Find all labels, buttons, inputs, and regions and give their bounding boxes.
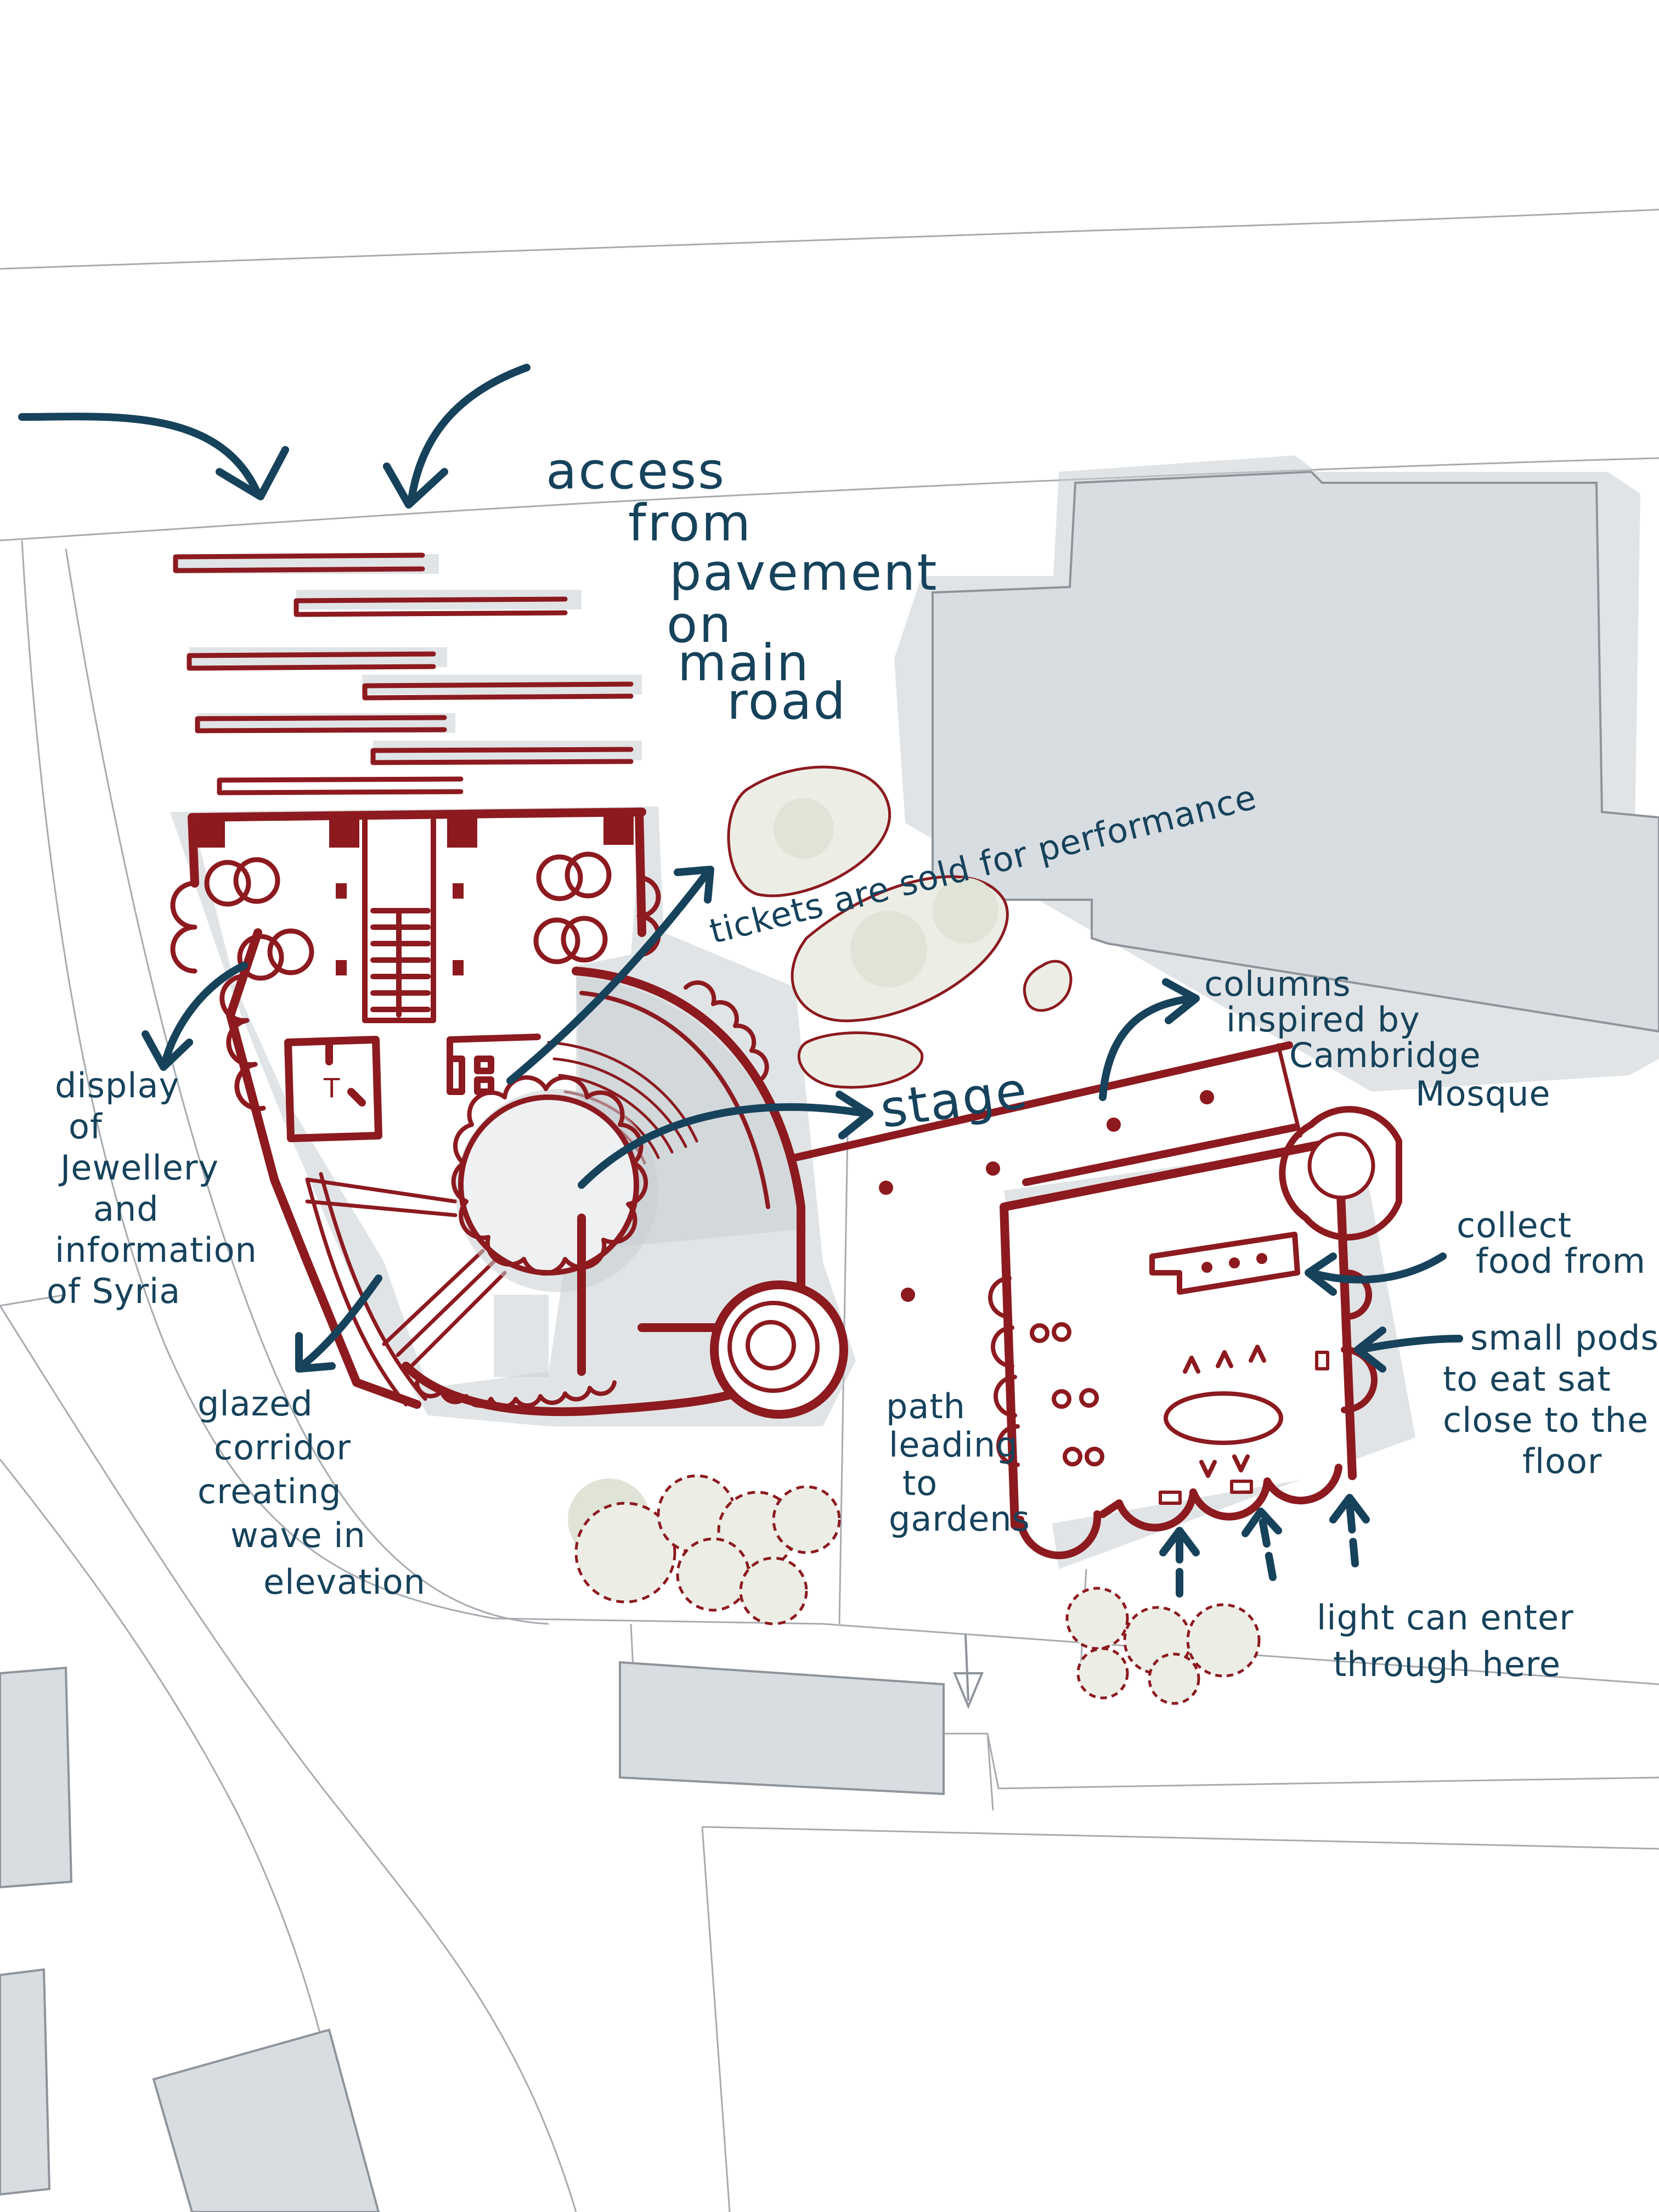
amphitheatre-inner-wall — [579, 991, 770, 1209]
west-eating-pods — [988, 1276, 1104, 1467]
central-dining-table — [1164, 1345, 1283, 1478]
plot-boundary-west — [65, 548, 549, 1625]
path-line-3: to — [902, 1463, 938, 1503]
glazed-line-1: glazed — [198, 1384, 313, 1424]
tree-icon — [568, 1474, 841, 1626]
arrow-icon — [18, 364, 1463, 1598]
neighbour-building-west-3 — [152, 2028, 380, 2212]
neighbour-building-south — [619, 1661, 945, 1796]
annotation-access: access from pavement on main road — [546, 442, 938, 731]
pavilion-wall — [188, 808, 646, 1409]
light-line-2: through here — [1333, 1644, 1561, 1684]
road-kerb — [21, 540, 1659, 1685]
lane-line-3 — [701, 1826, 731, 2212]
annotation-display: display of Jewellery and information of … — [47, 1065, 257, 1311]
main-pavilion: T — [170, 806, 856, 1426]
light-line-1: light can enter — [1317, 1598, 1574, 1638]
north-arrow-icon — [953, 1634, 984, 1709]
entrance-steps — [173, 552, 642, 795]
glazed-line-4: wave in — [230, 1515, 366, 1555]
neighbour-building-large — [932, 470, 1659, 1033]
west-link — [0, 1294, 66, 1307]
main-road-edge-top — [0, 208, 1659, 270]
collect-line-2: food from — [1476, 1241, 1646, 1281]
annotation-glazed-corridor: glazed corridor creating wave in elevati… — [198, 1384, 426, 1602]
lane-line-2 — [702, 1826, 1659, 1850]
pavilion-scallop-east — [636, 875, 661, 957]
display-tables — [204, 851, 612, 981]
dining-scallops-south — [1017, 1464, 1342, 1560]
glazed-line-2: corridor — [214, 1427, 351, 1468]
path-line-1: path — [886, 1386, 966, 1426]
path-line-2: leading — [889, 1425, 1018, 1465]
columns-line-2: inspired by — [1226, 1000, 1420, 1040]
columns-line-1: columns — [1204, 964, 1351, 1004]
display-line-5: information — [55, 1230, 257, 1270]
glazed-corridor — [305, 1172, 507, 1407]
food-counter — [1149, 1232, 1300, 1295]
neighbour-building-west-2 — [0, 1968, 51, 2196]
glazed-line-3: creating — [198, 1471, 342, 1511]
mosque-columns — [879, 1090, 1214, 1302]
access-line-4: on — [667, 595, 733, 654]
annotation-collect-food: collect food from — [1457, 1205, 1646, 1281]
display-line-1: display — [55, 1065, 179, 1105]
glazed-line-5: elevation — [263, 1562, 426, 1602]
annotation-path-to-gardens: path leading to gardens — [886, 1386, 1030, 1539]
road-kerb-2 — [0, 1305, 577, 2212]
lane-line-4 — [986, 1733, 1659, 1790]
access-line-3: pavement — [669, 543, 938, 602]
pods-line-2: to eat sat — [1443, 1359, 1611, 1399]
toilet-label: T — [323, 1073, 340, 1104]
dining-pavilion — [988, 1106, 1415, 1569]
amphitheatre-wall — [572, 967, 805, 1365]
main-road-edge-bottom — [0, 457, 1659, 541]
display-line-4: and — [93, 1189, 159, 1229]
pavilion-scallop-west — [170, 881, 266, 1111]
annotation-small-pods: small pods to eat sat close to the floor — [1443, 1318, 1659, 1481]
pods-line-4: floor — [1522, 1441, 1602, 1481]
column-walkway — [792, 1041, 1302, 1302]
access-line-5: main — [678, 634, 810, 692]
columns-line-4: Mosque — [1415, 1074, 1551, 1114]
central-staircase — [362, 817, 436, 1023]
columns-line-3: Cambridge — [1289, 1035, 1481, 1075]
curved-lower-wall — [402, 1362, 772, 1417]
tree-icon — [1065, 1587, 1261, 1705]
annotation-columns: columns inspired by Cambridge Mosque — [1204, 964, 1551, 1114]
pods-line-3: close to the — [1443, 1400, 1649, 1440]
access-line-1: access — [546, 442, 726, 500]
neighbour-building-west-1 — [0, 1666, 73, 1889]
display-line-6: of Syria — [47, 1271, 180, 1311]
planting — [568, 765, 1261, 1705]
display-line-2: of — [69, 1107, 103, 1147]
site-context — [0, 208, 1659, 2212]
collect-line-1: collect — [1457, 1205, 1572, 1245]
access-line-6: road — [727, 672, 847, 731]
path-line-4: gardens — [889, 1499, 1030, 1539]
tree-icon — [727, 765, 1073, 1089]
toilet-block — [284, 1036, 382, 1142]
display-line-3: Jewellery — [58, 1148, 219, 1188]
pods-line-1: small pods — [1470, 1318, 1659, 1358]
stage-scallops — [451, 1075, 648, 1276]
access-line-2: from — [628, 494, 752, 552]
annotation-light: light can enter through here — [1317, 1598, 1574, 1684]
